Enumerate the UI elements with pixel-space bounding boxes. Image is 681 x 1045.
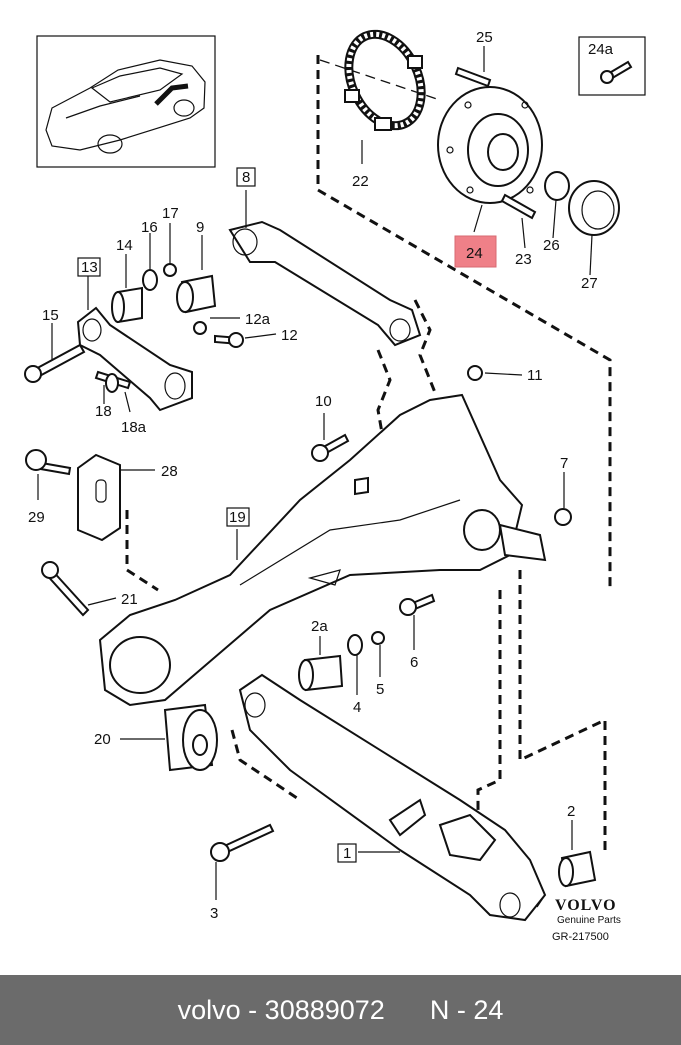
parts-diagram: 25 24a 22 8 17 16 9 14 24 23 26 13 27 15…	[24, 29, 646, 943]
shim-block	[77, 453, 121, 542]
label-frame-13	[77, 257, 101, 277]
label-27: 27	[581, 275, 598, 292]
label-15: 15	[42, 307, 59, 324]
label-2: 2	[567, 803, 575, 820]
brand-name: VOLVO	[555, 897, 617, 914]
bolts	[24, 66, 537, 862]
footer-separator: -	[240, 994, 265, 1025]
label-24a: 24a	[588, 41, 614, 58]
label-frame-1	[337, 843, 357, 863]
label-6: 6	[410, 654, 418, 671]
hub-nut-and-cap	[544, 171, 620, 236]
label-16: 16	[141, 219, 158, 236]
toe-link	[76, 306, 193, 412]
label-3: 3	[210, 905, 218, 922]
drawing-ref: GR-217500	[552, 931, 609, 943]
car-inset	[36, 35, 216, 168]
trailing-arm	[98, 393, 547, 707]
label-1: 1	[343, 845, 351, 862]
nuts-and-washers	[105, 263, 572, 656]
label-7: 7	[560, 455, 568, 472]
label-17: 17	[162, 205, 179, 222]
label-28: 28	[161, 463, 178, 480]
brand-block: VOLVO Genuine Parts GR-217500	[552, 897, 621, 943]
label-26: 26	[543, 237, 560, 254]
label-20: 20	[94, 731, 111, 748]
footer-bar: volvo - 30889072 N - 24	[0, 975, 681, 1045]
label-22: 22	[352, 173, 369, 190]
label-21: 21	[121, 591, 138, 608]
label-frame-19	[226, 507, 250, 527]
label-frame-8	[236, 167, 256, 187]
label-18: 18	[95, 403, 112, 420]
label-13: 13	[81, 259, 98, 276]
upper-control-arm	[228, 220, 422, 347]
label-4: 4	[353, 699, 361, 716]
label-9: 9	[196, 219, 204, 236]
bushings	[111, 274, 597, 888]
footer-gap	[385, 995, 430, 1026]
wheel-hub	[437, 86, 543, 204]
label-23: 23	[515, 251, 532, 268]
label-18a: 18a	[121, 419, 147, 436]
highlighted-part-box	[454, 235, 497, 268]
brand-subtitle: Genuine Parts	[557, 915, 621, 926]
label-8: 8	[242, 169, 250, 186]
label-14: 14	[116, 237, 133, 254]
label-24: 24	[466, 245, 483, 262]
footer-position: N - 24	[429, 994, 504, 1025]
label-11: 11	[527, 367, 543, 384]
label-19: 19	[229, 509, 246, 526]
label-12: 12	[281, 327, 298, 344]
abs-ring	[344, 29, 426, 131]
label-29: 29	[28, 509, 45, 526]
lower-control-arm	[238, 673, 547, 922]
label-frame-24a	[578, 36, 646, 96]
footer-brand: volvo	[177, 994, 241, 1025]
footer-part-number: 30889072	[264, 994, 385, 1025]
label-25: 25	[476, 29, 493, 46]
label-5: 5	[376, 681, 384, 698]
bolt-24a	[600, 60, 633, 84]
label-2a: 2a	[311, 618, 328, 635]
label-12a: 12a	[245, 311, 271, 328]
label-10: 10	[315, 393, 332, 410]
